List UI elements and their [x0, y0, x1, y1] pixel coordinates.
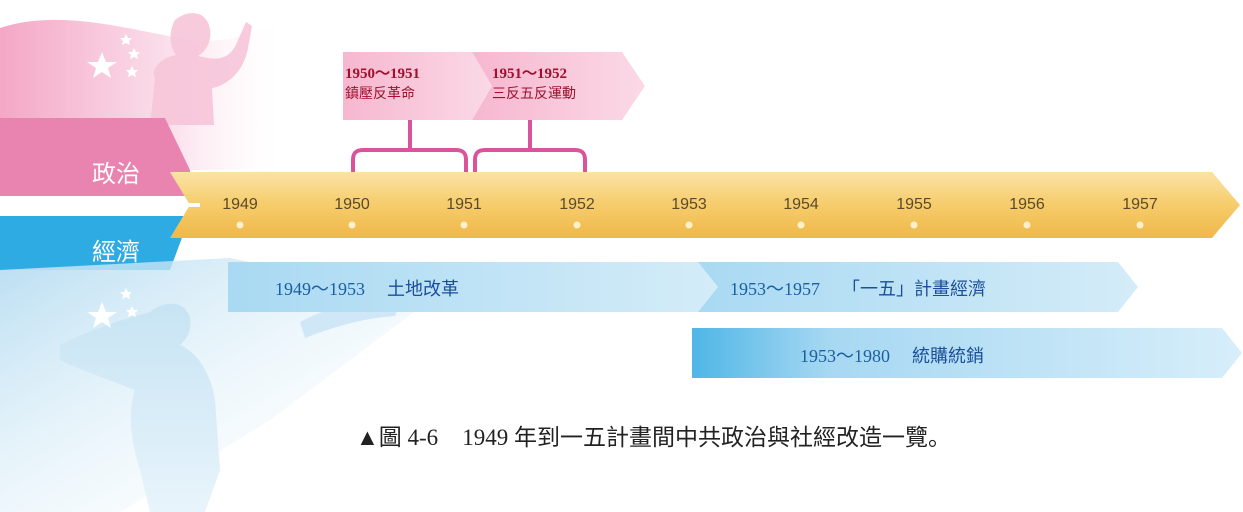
politics-event-arrow-2 — [472, 52, 645, 120]
economy-event-arrow-3 — [692, 328, 1242, 378]
year-dot — [236, 221, 244, 229]
year-dot — [460, 221, 468, 229]
economy-event-years: 1953～1980 — [800, 346, 890, 366]
economy-event-name: 「一五」計畫經濟 — [842, 279, 986, 300]
economy-event-name: 統購統銷 — [912, 346, 984, 367]
politics-tab — [0, 118, 190, 196]
economy-event-arrow-1 — [228, 262, 720, 312]
politics-brackets — [351, 120, 587, 172]
year-dot — [1136, 221, 1144, 229]
year-dot — [1023, 221, 1031, 229]
economy-event-2: 1953～1957 「一五」計畫經濟 — [730, 275, 986, 301]
economy-label: 經濟 — [92, 238, 140, 266]
economy-tab — [0, 216, 190, 270]
politics-event-name: 鎮壓反革命 — [345, 86, 415, 102]
politics-event-1: 1950～1951 鎮壓反革命 — [345, 64, 420, 104]
economy-event-years: 1949～1953 — [275, 279, 365, 299]
year-label: 1954 — [783, 196, 819, 213]
caption-figure-number: ▲圖 4-6 — [356, 425, 439, 450]
year-dot — [797, 221, 805, 229]
year-label: 1950 — [334, 196, 370, 213]
year-label: 1951 — [446, 196, 482, 213]
politics-event-name: 三反五反運動 — [492, 86, 576, 102]
year-label: 1957 — [1122, 196, 1158, 213]
economy-event-arrow-2 — [698, 262, 1138, 312]
timeline-axis — [170, 172, 1240, 238]
politics-event-2: 1951～1952 三反五反運動 — [492, 64, 576, 104]
figure-caption: ▲圖 4-6 1949 年到一五計畫間中共政治與社經改造一覽。 — [356, 418, 951, 452]
politics-label: 政治 — [92, 160, 140, 188]
year-dot — [910, 221, 918, 229]
politics-event-years: 1950～1951 — [345, 66, 421, 82]
year-label: 1955 — [896, 196, 932, 213]
year-dot — [573, 221, 581, 229]
year-label: 1956 — [1009, 196, 1045, 213]
year-label: 1953 — [671, 196, 707, 213]
worker-silhouette-icon — [60, 303, 220, 512]
year-label: 1952 — [559, 196, 595, 213]
speaker-silhouette-icon — [150, 13, 252, 125]
economy-event-1: 1949～1953 土地改革 — [275, 275, 459, 301]
politics-event-arrow-1 — [343, 52, 492, 120]
caption-text: 1949 年到一五計畫間中共政治與社經改造一覽。 — [462, 425, 951, 450]
year-dot — [348, 221, 356, 229]
year-dot — [685, 221, 693, 229]
year-label: 1949 — [222, 196, 258, 213]
politics-event-years: 1951～1952 — [492, 66, 568, 82]
economy-event-3: 1953～1980 統購統銷 — [800, 342, 984, 368]
year-dot-group — [236, 221, 1144, 229]
star-icons-top — [87, 34, 140, 78]
economy-event-years: 1953～1957 — [730, 279, 820, 299]
economy-event-name: 土地改革 — [387, 279, 459, 300]
star-icons-bottom — [87, 288, 138, 328]
